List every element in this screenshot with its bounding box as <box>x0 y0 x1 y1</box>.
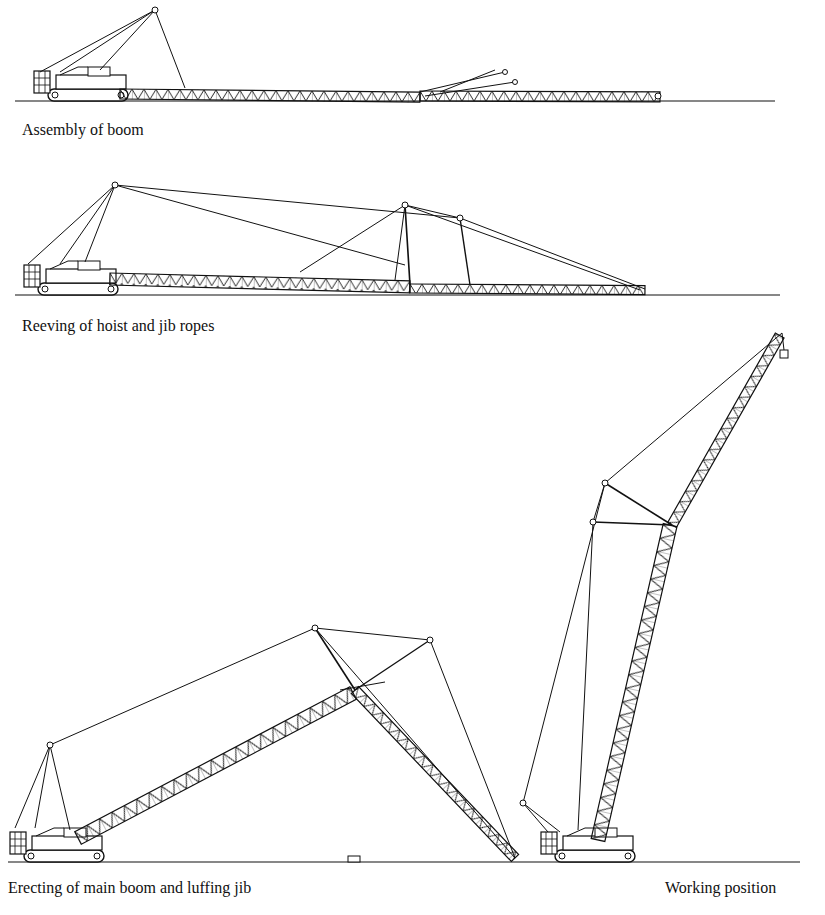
caption-label: Reeving of hoist and jib ropes <box>22 316 214 335</box>
crane-working <box>520 333 788 862</box>
ground-line <box>8 101 800 862</box>
crane-erecting <box>10 625 519 862</box>
caption-label: Assembly of boom <box>22 120 144 139</box>
crane-assembly <box>34 7 661 102</box>
caption-label: Erecting of main boom and luffing jib <box>8 878 251 897</box>
crane-reeving <box>24 182 645 295</box>
caption-label: Working position <box>665 878 776 897</box>
